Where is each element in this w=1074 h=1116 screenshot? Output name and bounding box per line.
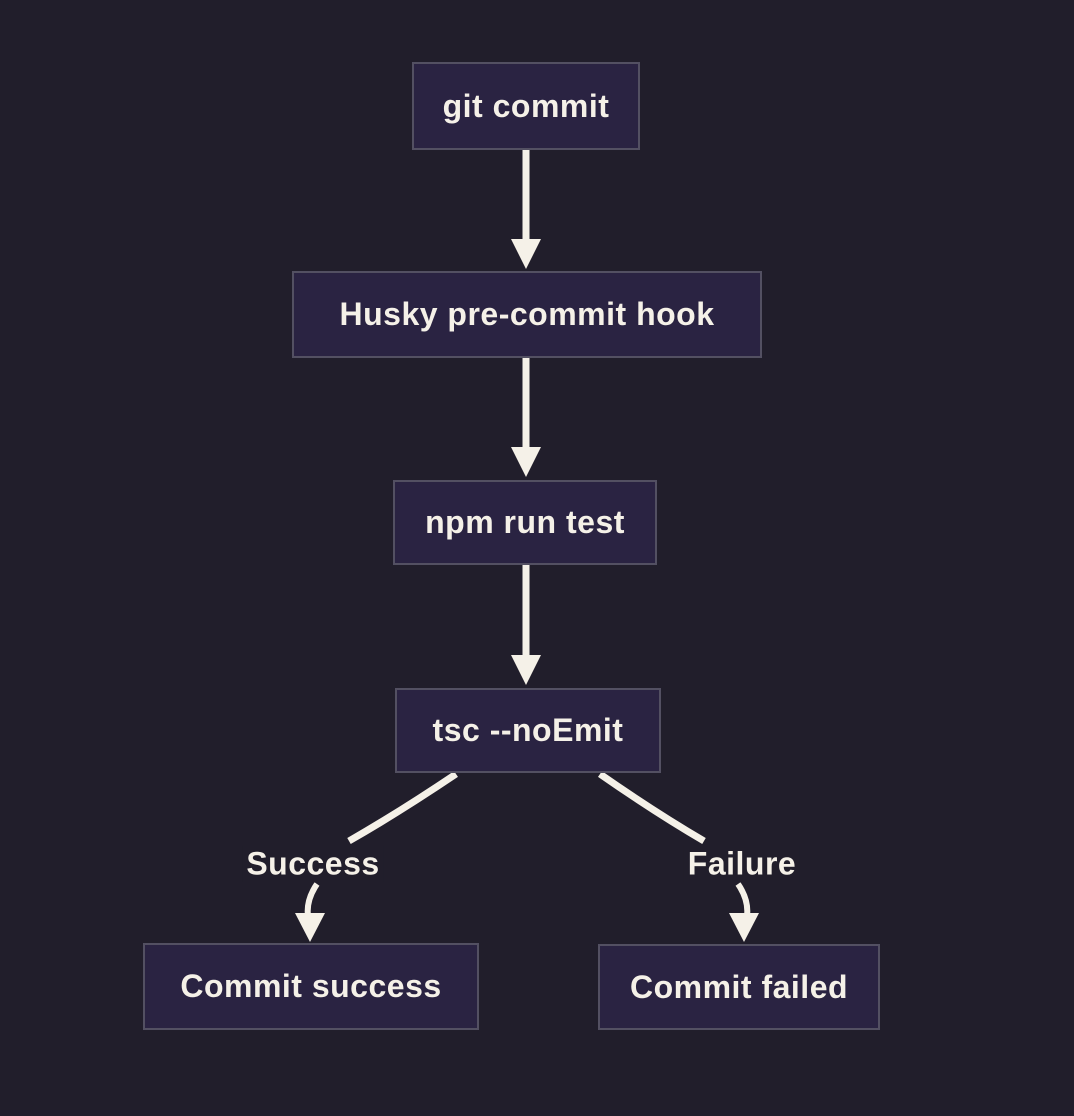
node-label: git commit	[442, 87, 610, 124]
node-label: npm run test	[425, 504, 625, 540]
arrowhead-down-icon	[729, 913, 759, 942]
arrowhead-down-icon	[511, 655, 541, 685]
edge-success-label-to-commit-success-arrow	[295, 882, 325, 942]
edge-label-success: Success	[242, 845, 384, 883]
edge-husky-to-npm-arrow	[511, 358, 541, 477]
edge-label-failure: Failure	[683, 845, 801, 883]
node-label: Commit failed	[629, 968, 849, 1005]
edge-failure-label-to-commit-failed-arrow	[729, 882, 759, 942]
arrowhead-down-icon	[511, 239, 541, 269]
node-npm-run-test: npm run test	[393, 480, 657, 565]
edge-tsc-to-success-label-line	[347, 771, 458, 845]
node-tsc-noemit: tsc --noEmit	[395, 688, 661, 773]
node-label: Husky pre-commit hook	[339, 296, 715, 332]
node-label: Commit success	[180, 968, 442, 1004]
node-commit-failed: Commit failed	[598, 944, 880, 1030]
edge-tsc-to-failure-label-line	[597, 771, 706, 845]
edge-git-commit-to-husky-arrow	[511, 150, 541, 269]
node-git-commit: git commit	[412, 62, 640, 150]
arrowhead-down-icon	[511, 447, 541, 477]
arrowhead-down-icon	[295, 913, 325, 942]
node-commit-success: Commit success	[143, 943, 479, 1030]
node-husky-pre-commit-hook: Husky pre-commit hook	[292, 271, 762, 358]
edge-npm-to-tsc-arrow	[511, 565, 541, 685]
node-label: tsc --noEmit	[432, 712, 624, 748]
